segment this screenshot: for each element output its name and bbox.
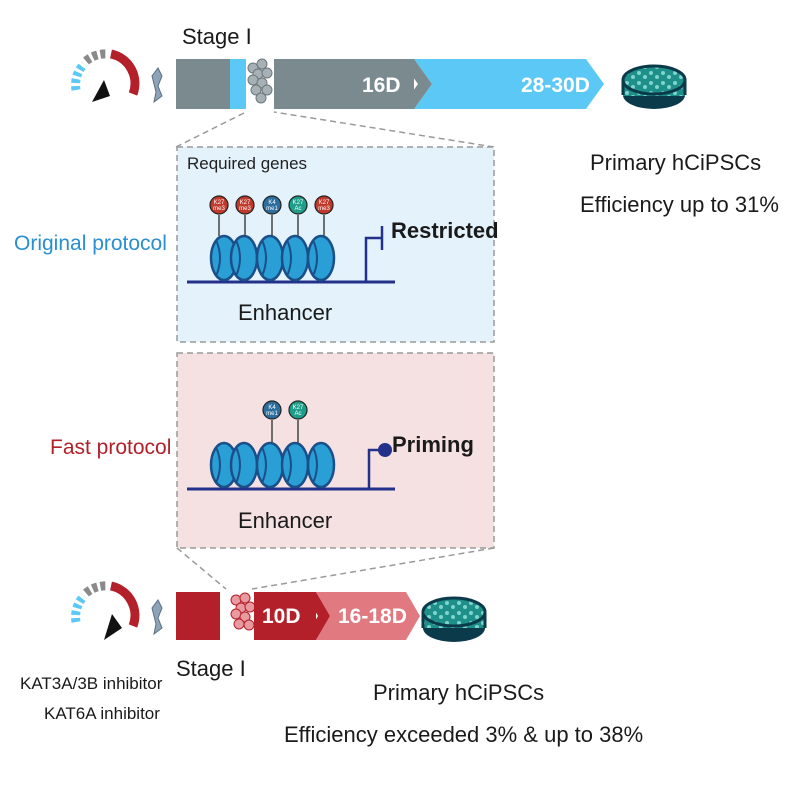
fast-histone-mark-label: me1 bbox=[266, 411, 278, 417]
bottom-result-title: Primary hCiPSCs bbox=[373, 680, 545, 705]
top-speed-gauge-icon bbox=[71, 49, 140, 102]
original-histone-mark-label: me3 bbox=[318, 206, 330, 212]
bottom-stage1-red-bar bbox=[176, 592, 220, 640]
top-petri-dish-icon bbox=[621, 64, 687, 109]
original-protocol-label: Original protocol bbox=[14, 232, 167, 255]
top-gray-arrow-bar bbox=[274, 59, 414, 109]
original-histone-stems bbox=[218, 215, 325, 236]
bottom-cell-icon bbox=[151, 599, 163, 636]
top-day-label-28-30d: 28-30D bbox=[521, 74, 590, 97]
bottom-petri-dish-icon bbox=[421, 596, 487, 642]
original-nucleosome-wraps bbox=[215, 239, 318, 277]
fast-nucleosome-wraps bbox=[215, 446, 318, 484]
fast-histone-stems bbox=[271, 420, 299, 443]
bottom-day-label-16-18d: 16-18D bbox=[338, 605, 407, 628]
original-histone-mark-label: me1 bbox=[266, 206, 278, 212]
bottom-day-label-10d: 10D bbox=[262, 605, 301, 628]
original-histone-mark-label: K27 bbox=[240, 200, 251, 206]
fast-nucleosomes bbox=[209, 441, 336, 489]
fast-histone-mark-label: K27 bbox=[293, 405, 304, 411]
top-stage1-blue-segment bbox=[230, 59, 246, 109]
inhibitor-label-kat6a: KAT6A inhibitor bbox=[44, 704, 160, 723]
top-result-efficiency: Efficiency up to 31% bbox=[580, 192, 779, 217]
fast-histone-mark-label: Ac bbox=[294, 411, 301, 417]
original-histone-mark-label: Ac bbox=[294, 206, 301, 212]
top-projection-lines bbox=[175, 111, 495, 148]
bottom-red-chevron bbox=[304, 592, 330, 640]
bottom-speed-gauge-icon bbox=[71, 581, 140, 640]
bottom-stage-label: Stage I bbox=[176, 656, 246, 681]
original-enhancer-label: Enhancer bbox=[238, 300, 333, 325]
top-gray-chevron bbox=[400, 59, 432, 109]
bottom-result-efficiency: Efficiency exceeded 3% & up to 38% bbox=[284, 722, 644, 747]
original-histone-mark-label: me3 bbox=[239, 206, 251, 212]
restricted-label: Restricted bbox=[391, 218, 499, 243]
priming-promoter-arrow bbox=[367, 443, 392, 489]
original-nucleosomes bbox=[209, 234, 336, 282]
top-blue-arrow bbox=[414, 59, 604, 109]
top-result-title: Primary hCiPSCs bbox=[590, 150, 762, 175]
priming-label: Priming bbox=[392, 432, 474, 457]
fast-protocol-label: Fast protocol bbox=[50, 436, 172, 459]
top-cell-icon bbox=[151, 67, 163, 104]
original-histone-mark-label: K4 bbox=[268, 200, 276, 206]
bottom-red-arrow-bar bbox=[254, 592, 316, 640]
required-genes-label: Required genes bbox=[187, 154, 308, 173]
bottom-pink-arrow bbox=[316, 592, 420, 640]
original-histone-mark-label: me3 bbox=[213, 206, 225, 212]
bottom-cell-cluster-icon bbox=[230, 592, 256, 631]
fast-histone-mark-label: K4 bbox=[268, 405, 276, 411]
inhibitor-label-kat3a-3b: KAT3A/3B inhibitor bbox=[20, 674, 163, 693]
top-day-label-16d: 16D bbox=[362, 74, 401, 97]
top-cell-cluster-icon bbox=[247, 58, 273, 104]
original-histone-mark-label: K27 bbox=[319, 200, 330, 206]
top-stage-label: Stage I bbox=[182, 24, 252, 49]
fast-enhancer-label: Enhancer bbox=[238, 508, 333, 533]
restricted-promoter-arrow bbox=[364, 226, 384, 282]
original-histone-mark-label: K27 bbox=[293, 200, 304, 206]
bottom-projection-lines bbox=[176, 547, 495, 590]
top-stage1-gray-bar bbox=[176, 59, 230, 109]
original-histone-mark-label: K27 bbox=[214, 200, 225, 206]
